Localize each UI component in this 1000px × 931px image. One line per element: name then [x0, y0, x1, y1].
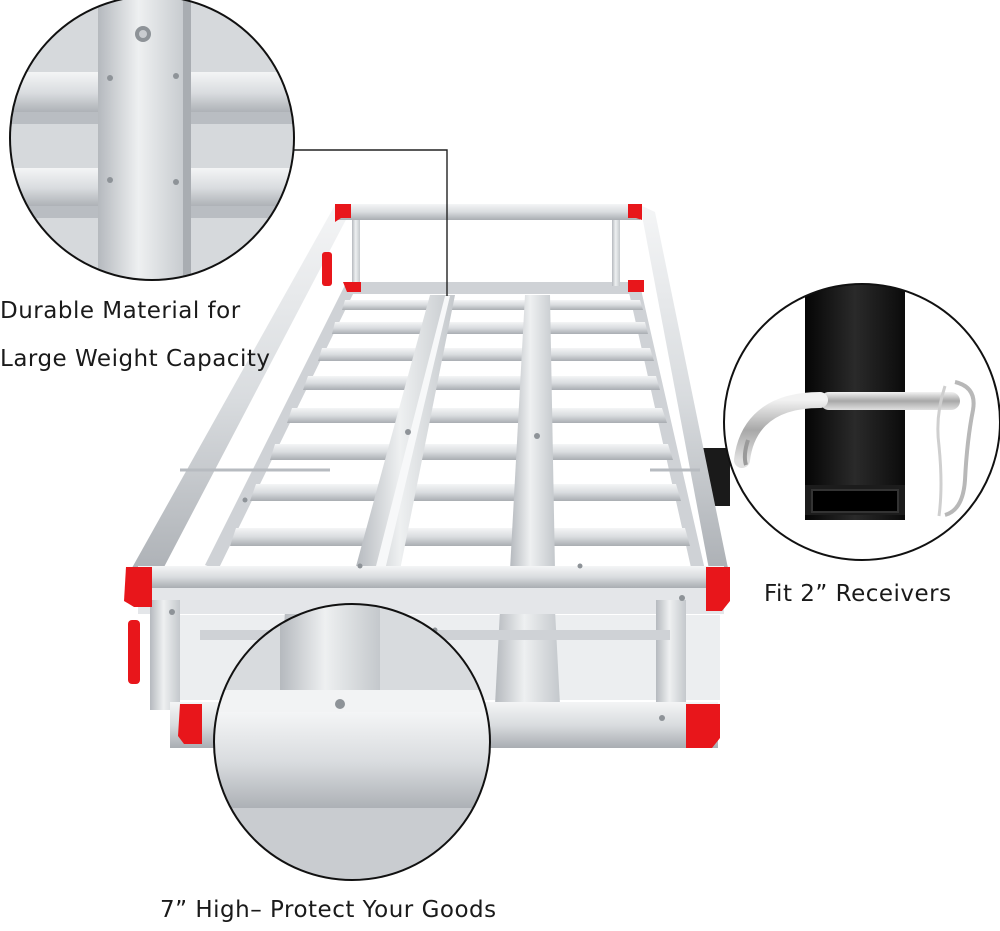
height-zoom-circle: [213, 603, 491, 881]
material-zoom-circle: [9, 0, 295, 281]
receiver-zoom-circle: [723, 283, 1000, 561]
corner-caps: [124, 204, 730, 748]
receivers-caption: Fit 2” Receivers: [764, 581, 952, 607]
height-caption: 7” High– Protect Your Goods: [160, 897, 497, 923]
material-caption-line2: Large Weight Capacity: [0, 346, 271, 372]
material-caption-line1: Durable Material for: [0, 298, 241, 324]
callout-line: [285, 149, 448, 296]
